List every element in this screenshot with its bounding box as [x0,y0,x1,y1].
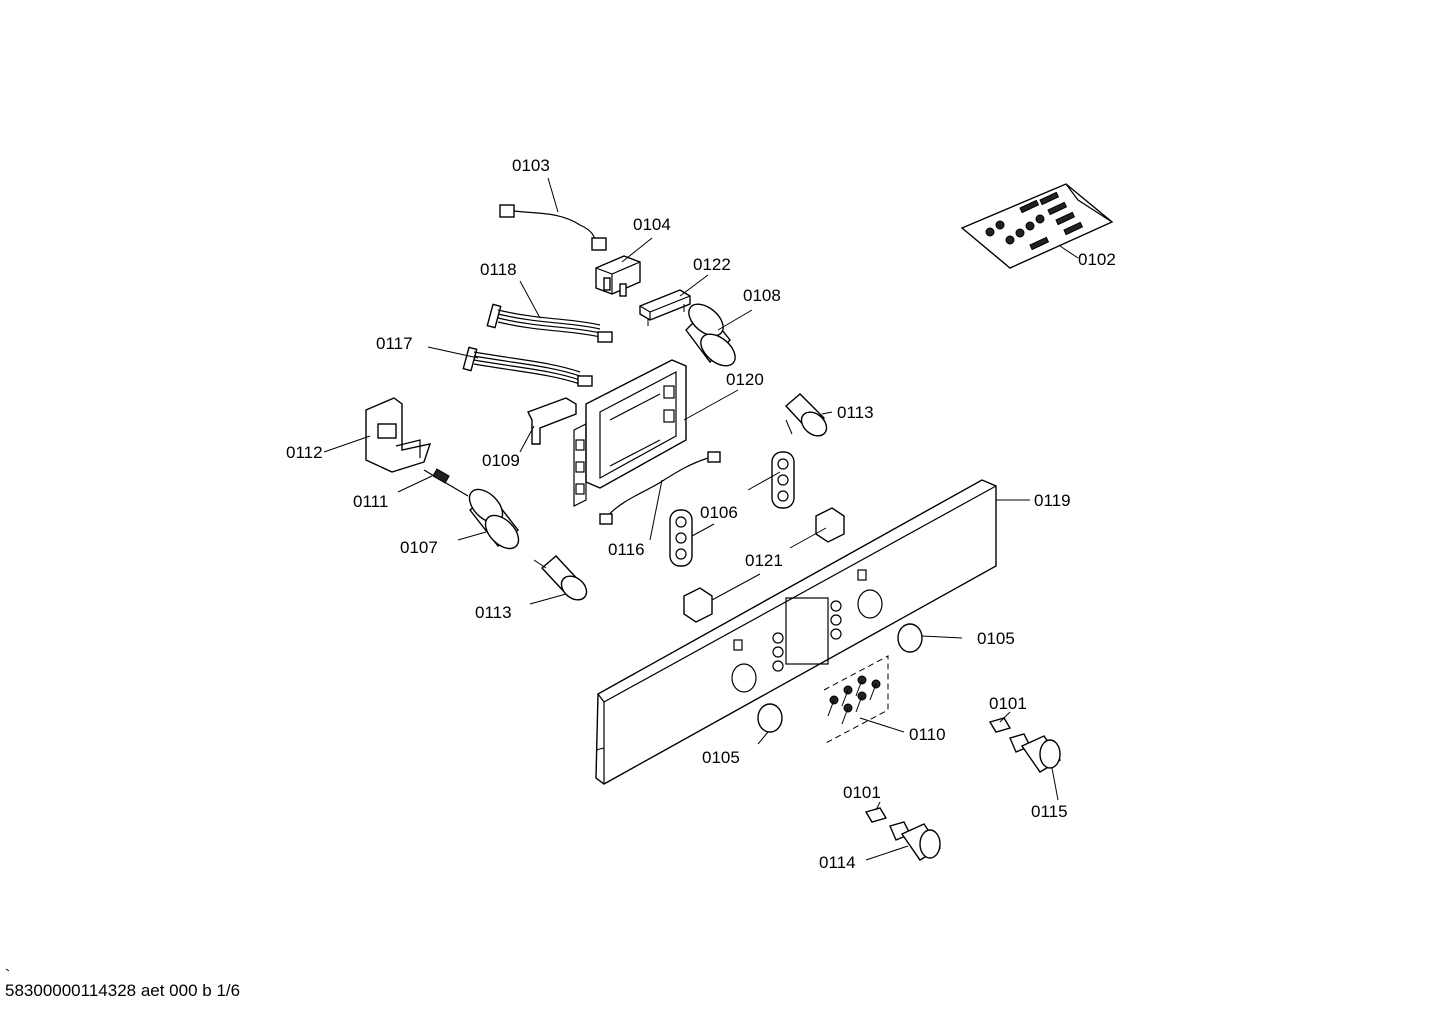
part-0118-ribbon-cable [486,303,613,343]
label-0103: 0103 [512,156,550,175]
label-0101-left: 0101 [843,783,881,802]
label-0114: 0114 [819,853,856,872]
label-0110: 0110 [909,725,946,744]
label-0116: 0116 [608,540,645,559]
label-0106: 0106 [700,503,738,522]
part-0101-clip [864,717,1012,823]
part-0103-cable [499,204,607,251]
label-0104: 0104 [633,215,671,234]
part-0109-bracket [527,397,577,445]
part-0115-knob [1009,733,1061,773]
leader-lines [323,177,1079,861]
label-0115: 0115 [1031,802,1068,821]
label-0105-left: 0105 [702,748,740,767]
part-0105-ring [757,623,923,733]
part-0110-screws [823,655,889,745]
part-0102-screw-bag [960,183,1114,269]
label-0119: 0119 [1034,491,1071,510]
part-0107-knob-housing [468,488,520,550]
part-0116-cable [599,451,721,525]
label-0111: 0111 [353,492,388,511]
part-0121-switch [683,507,845,623]
label-0112: 0112 [286,443,323,462]
part-0120-frame [573,359,687,507]
label-0120: 0120 [726,370,764,389]
part-0104-switch [595,255,641,297]
label-0113-right: 0113 [837,403,874,422]
part-0111-sensor [423,468,469,497]
part-0119-control-panel [595,479,997,785]
label-0101-right: 0101 [989,694,1027,713]
label-0117: 0117 [376,334,413,353]
label-0102: 0102 [1078,250,1116,269]
part-0106-button-strip [669,451,795,567]
part-0113-encoder-right [784,393,828,437]
label-0109: 0109 [482,451,520,470]
label-0108: 0108 [743,286,781,305]
part-0122-clip [639,289,691,326]
part-0113-encoder-left [533,555,588,601]
part-0108-knob-housing [685,303,736,367]
label-0121: 0121 [745,551,783,570]
label-0105-right: 0105 [977,629,1015,648]
part-0114-knob [889,821,941,861]
drawing-reference-footer: 58300000114328 aet 000 b 1/6 [5,981,241,1000]
label-0122: 0122 [693,255,731,274]
label-0118: 0118 [480,260,517,279]
part-0112-sensor-bracket [365,397,432,473]
label-0113-left: 0113 [475,603,512,622]
part-0117-ribbon-cable [462,346,593,387]
label-0107: 0107 [400,538,438,557]
